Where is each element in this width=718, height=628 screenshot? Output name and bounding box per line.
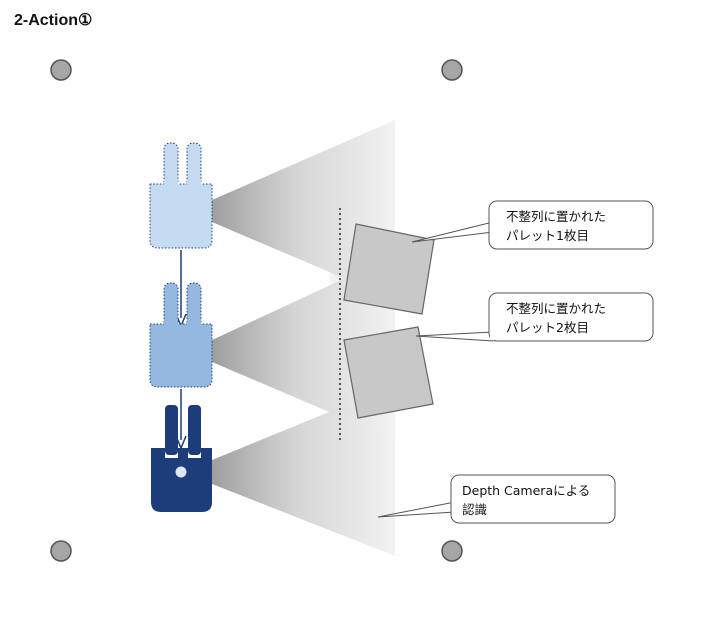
- callout-depth-camera: Depth Cameraによる 認識: [377, 474, 616, 524]
- depth-camera-lens-icon: [175, 466, 187, 478]
- gripper-final-position: [151, 405, 212, 512]
- diagram-title: 2-Action①: [14, 12, 93, 29]
- callout-camera-line1: Depth Cameraによる: [462, 483, 590, 498]
- corner-marker-top-right: [441, 59, 463, 81]
- corner-marker-bottom-left: [50, 540, 72, 562]
- pallet-2: [343, 326, 434, 419]
- corner-marker-bottom-right: [441, 540, 463, 562]
- callout-pallet-2: 不整列に置かれた パレット2枚目: [415, 292, 654, 342]
- callout-pallet-2-line2: パレット2枚目: [506, 320, 589, 335]
- callout-pallet-1-line1: 不整列に置かれた: [506, 209, 606, 224]
- callout-pallet-2-line1: 不整列に置かれた: [506, 301, 606, 316]
- callout-pallet-1-line2: パレット1枚目: [506, 228, 589, 243]
- pallet-1: [343, 223, 435, 315]
- camera-beam-1: [212, 120, 395, 300]
- callout-pallet-1: 不整列に置かれた パレット1枚目: [411, 200, 654, 250]
- gripper-start-position: [149, 142, 213, 249]
- gripper-middle-position: [149, 282, 213, 388]
- camera-beam-3: [212, 385, 395, 556]
- corner-marker-top-left: [50, 59, 72, 81]
- callout-camera-line2: 認識: [462, 502, 487, 517]
